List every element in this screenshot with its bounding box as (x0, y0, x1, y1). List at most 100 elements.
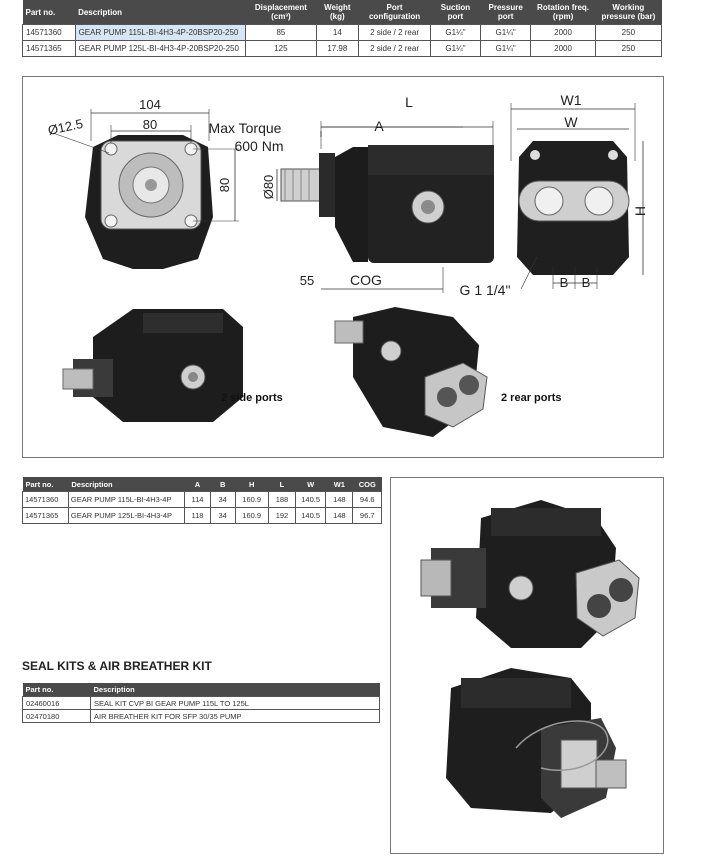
column-header: Suction port (430, 0, 481, 25)
column-header: Part no. (22, 683, 91, 697)
column-header: Pressure port (480, 0, 531, 25)
cell-displacement: 85 (245, 24, 317, 41)
cell-description: AIR BREATHER KIT FOR SFP 30/35 PUMP (90, 709, 380, 723)
max-torque-value: 600 Nm (234, 138, 283, 154)
rear-ports-caption: 2 rear ports (501, 392, 562, 404)
pump-spec-table: Part no. Description Displacement (cm³) … (22, 0, 663, 57)
column-header: Description (90, 683, 380, 697)
column-header: Rotation freq. (rpm) (530, 0, 596, 25)
cell-COG: 96.7 (352, 507, 382, 524)
dim-B-label: B (582, 275, 591, 290)
side-ports-pump-illustration (62, 309, 243, 422)
table-row: 14571365 GEAR PUMP 125L-BI-4H3-4P-20BSP2… (22, 40, 663, 57)
dim-L-label: L (405, 94, 413, 110)
cell-W: 140.5 (295, 507, 327, 524)
cell-part-no: 14571360 (22, 491, 69, 508)
dim-B-label: B (560, 275, 569, 290)
cell-A: 118 (184, 507, 211, 524)
cell-pressure-port: G1¼" (479, 24, 532, 41)
column-header: Working pressure (bar) (595, 0, 662, 25)
cell-A: 114 (184, 491, 211, 508)
cell-part-no: 14571360 (22, 24, 76, 41)
max-torque-label: Max Torque (209, 120, 282, 136)
column-header: W1 (325, 477, 353, 492)
cell-COG: 94.6 (352, 491, 382, 508)
column-header: Part no. (22, 0, 76, 25)
table-header-row: Part no. Description Displacement (cm³) … (22, 0, 662, 25)
cell-pressure: 250 (594, 40, 663, 57)
side-ports-caption: 2 side ports (221, 392, 283, 404)
pump-photo-rear-ports (420, 500, 640, 648)
dim-W1-label: W1 (561, 92, 582, 108)
column-header: Part no. (22, 477, 69, 492)
pump-photos (420, 500, 640, 818)
cell-weight: 17.98 (315, 40, 360, 57)
dim-104-label: 104 (139, 97, 161, 112)
rear-view-drawing (510, 103, 644, 290)
technical-drawing: 104 80 Ø12.5 80 (47, 92, 648, 437)
column-header: Description (75, 0, 246, 25)
cell-displacement: 125 (245, 40, 317, 57)
table-row: 02460016 SEAL KIT CVP BI GEAR PUMP 115L … (22, 696, 380, 710)
dim-80-vertical-label: 80 (217, 178, 232, 192)
column-header: W (295, 477, 326, 492)
dimensions-table: Part no. Description A B H L W W1 COG 14… (22, 477, 382, 524)
cell-description[interactable]: GEAR PUMP 115L-BI-4H3-4P-20BSP20-250 (74, 24, 247, 41)
cell-suction-port: G1¼" (429, 24, 481, 41)
cell-pressure-port: G1¼" (479, 40, 532, 57)
cell-part-no: 02470180 (22, 709, 91, 723)
column-header: H (235, 477, 269, 492)
cell-suction-port: G1¼" (429, 40, 481, 57)
cell-rotation: 2000 (530, 40, 596, 57)
dim-A-label: A (374, 118, 384, 134)
pump-photo-side-ports (446, 668, 627, 818)
seal-kits-table: Part no. Description 02460016 SEAL KIT C… (22, 683, 380, 723)
table-row: 02470180 AIR BREATHER KIT FOR SFP 30/35 … (22, 709, 380, 723)
rear-ports-pump-illustration (334, 307, 488, 437)
dim-W-label: W (564, 114, 578, 130)
cell-H: 160.9 (234, 491, 269, 508)
seal-kits-heading: SEAL KITS & AIR BREATHER KIT (22, 659, 212, 673)
cell-weight: 14 (315, 24, 360, 41)
dim-80-label: 80 (143, 117, 157, 132)
technical-drawing-panel: 104 80 Ø12.5 80 (22, 76, 664, 458)
cell-description: GEAR PUMP 125L-BI-4H3-4P-20BSP20-250 (74, 40, 247, 57)
column-header: L (268, 477, 296, 492)
cell-L: 192 (267, 507, 297, 524)
table-header-row: Part no. Description A B H L W W1 COG (22, 477, 382, 492)
table-header-row: Part no. Description (22, 683, 380, 697)
port-thread-label: G 1 1/4" (460, 282, 511, 298)
column-header: COG (352, 477, 382, 492)
dim-shaft-diameter-label: Ø80 (261, 175, 276, 200)
cell-W: 140.5 (295, 491, 327, 508)
dim-hole-diameter-label: Ø12.5 (47, 116, 85, 138)
cell-H: 160.9 (234, 507, 269, 524)
cell-W1: 148 (325, 491, 354, 508)
dim-55-label: 55 (300, 273, 314, 288)
table-row: 14571360 GEAR PUMP 115L-BI-4H3-4P 114 34… (22, 491, 382, 508)
table-row: 14571365 GEAR PUMP 125L-BI-4H3-4P 118 34… (22, 507, 382, 524)
column-header: Weight (kg) (316, 0, 359, 25)
cell-description: SEAL KIT CVP BI GEAR PUMP 115L TO 125L (90, 696, 380, 710)
table-row: 14571360 GEAR PUMP 115L-BI-4H3-4P-20BSP2… (22, 24, 663, 41)
cell-B: 34 (209, 491, 236, 508)
column-header: Description (68, 477, 185, 492)
dim-H-label: H (632, 206, 648, 216)
cell-part-no: 14571365 (22, 507, 69, 524)
column-header: Port configuration (358, 0, 431, 25)
cell-pressure: 250 (594, 24, 663, 41)
cell-rotation: 2000 (530, 24, 596, 41)
cell-port-config: 2 side / 2 rear (358, 24, 431, 41)
column-header: B (210, 477, 236, 492)
cell-part-no: 02460016 (22, 696, 91, 710)
cell-port-config: 2 side / 2 rear (358, 40, 431, 57)
front-view-drawing (52, 109, 239, 269)
cell-B: 34 (209, 507, 236, 524)
column-header: A (184, 477, 211, 492)
cell-W1: 148 (325, 507, 354, 524)
dim-cog-label: COG (350, 272, 382, 288)
pump-photo-panel (390, 477, 664, 854)
cell-description: GEAR PUMP 125L-BI-4H3-4P (67, 507, 186, 524)
cell-L: 188 (267, 491, 297, 508)
side-view-drawing (276, 121, 494, 293)
